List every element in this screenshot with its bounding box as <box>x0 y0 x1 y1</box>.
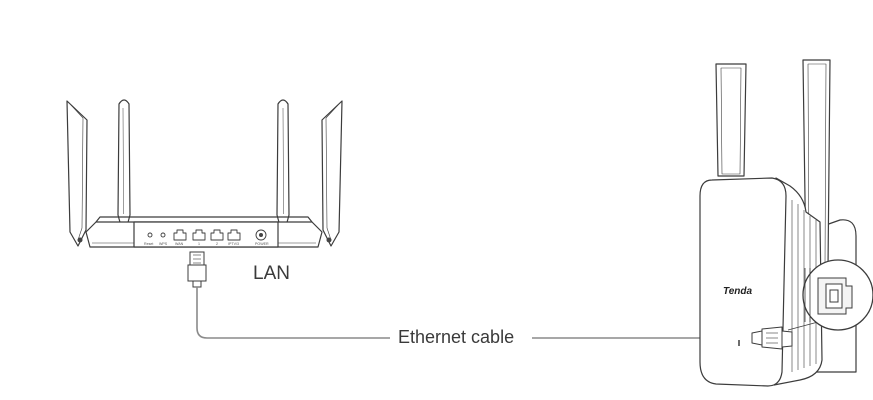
port-label-reset: Reset <box>144 242 153 246</box>
port-label-iptv: IPTV/3 <box>228 242 239 246</box>
router-port-labels: Reset WPS WAN 1 2 IPTV/3 POWER <box>144 242 269 246</box>
port-label-wan: WAN <box>175 242 184 246</box>
router: Reset WPS WAN 1 2 IPTV/3 POWER <box>66 99 343 248</box>
port-label-2: 2 <box>216 242 218 246</box>
lan-label: LAN <box>253 263 290 284</box>
extender-front <box>699 177 787 387</box>
port-label-power: POWER <box>255 242 269 246</box>
router-antenna-left-outer <box>66 100 88 247</box>
wps-button <box>160 232 166 238</box>
iptv-port <box>227 229 241 241</box>
extender-antenna-front <box>715 63 747 177</box>
port-zoom-callout <box>787 259 873 331</box>
lan-port-1 <box>192 229 206 241</box>
router-port-panel <box>147 229 267 241</box>
port-label-wps: WPS <box>159 242 168 246</box>
lan-port-2 <box>210 229 224 241</box>
router-body <box>85 216 323 248</box>
port-label-1: 1 <box>198 242 200 246</box>
extender-lan-plug <box>751 326 793 350</box>
wan-port <box>173 229 187 241</box>
ethernet-cable-label: Ethernet cable <box>398 327 515 347</box>
router-antenna-right-outer <box>321 100 343 247</box>
router-lan-plug <box>187 251 207 288</box>
extender-brand: Tenda <box>723 286 753 297</box>
router-antenna-left-inner <box>117 99 131 227</box>
reset-hole <box>147 232 153 238</box>
extender: Tenda <box>699 59 857 387</box>
router-antenna-right-inner <box>276 99 290 227</box>
